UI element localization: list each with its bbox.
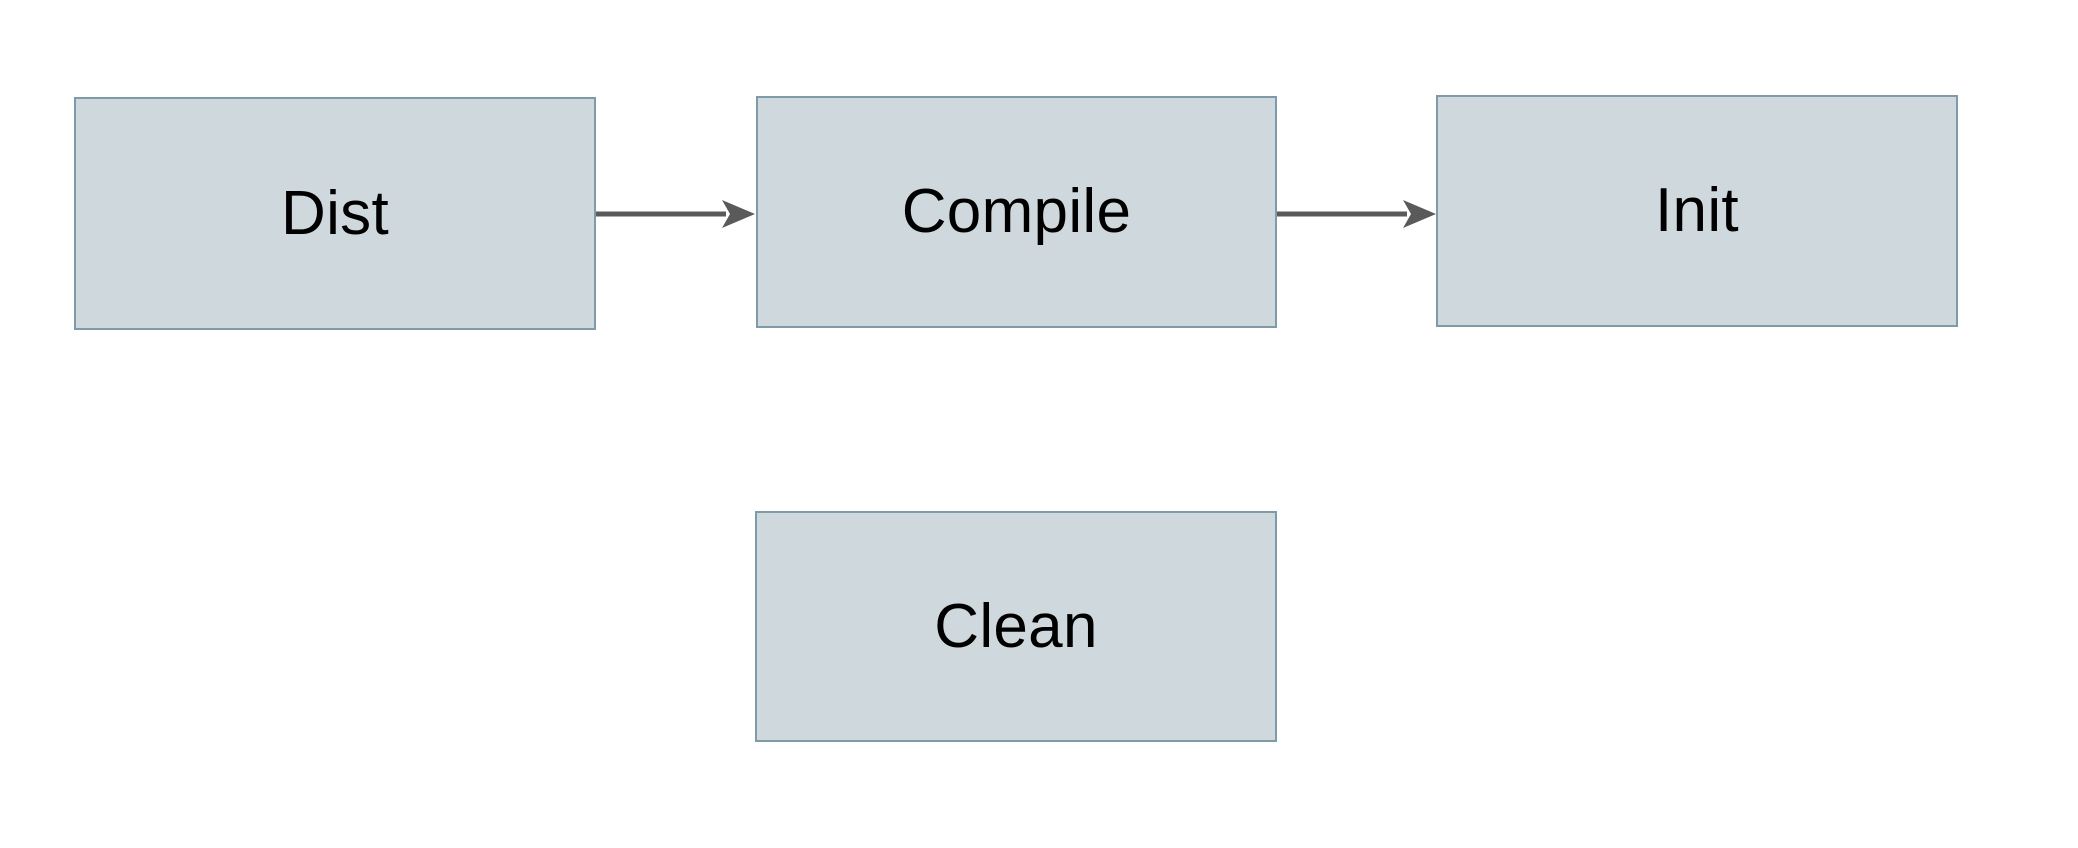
node-init[interactable]: Init [1436, 95, 1958, 327]
edge-hit-compile-to-init[interactable] [1277, 197, 1436, 231]
node-compile[interactable]: Compile [756, 96, 1277, 328]
node-clean[interactable]: Clean [755, 511, 1277, 742]
node-label-init: Init [1655, 176, 1739, 245]
node-label-dist: Dist [281, 178, 389, 248]
node-label-compile: Compile [901, 177, 1132, 246]
edge-hit-dist-to-compile[interactable] [596, 197, 755, 231]
node-label-clean: Clean [934, 591, 1098, 661]
node-dist[interactable]: Dist [74, 97, 596, 330]
